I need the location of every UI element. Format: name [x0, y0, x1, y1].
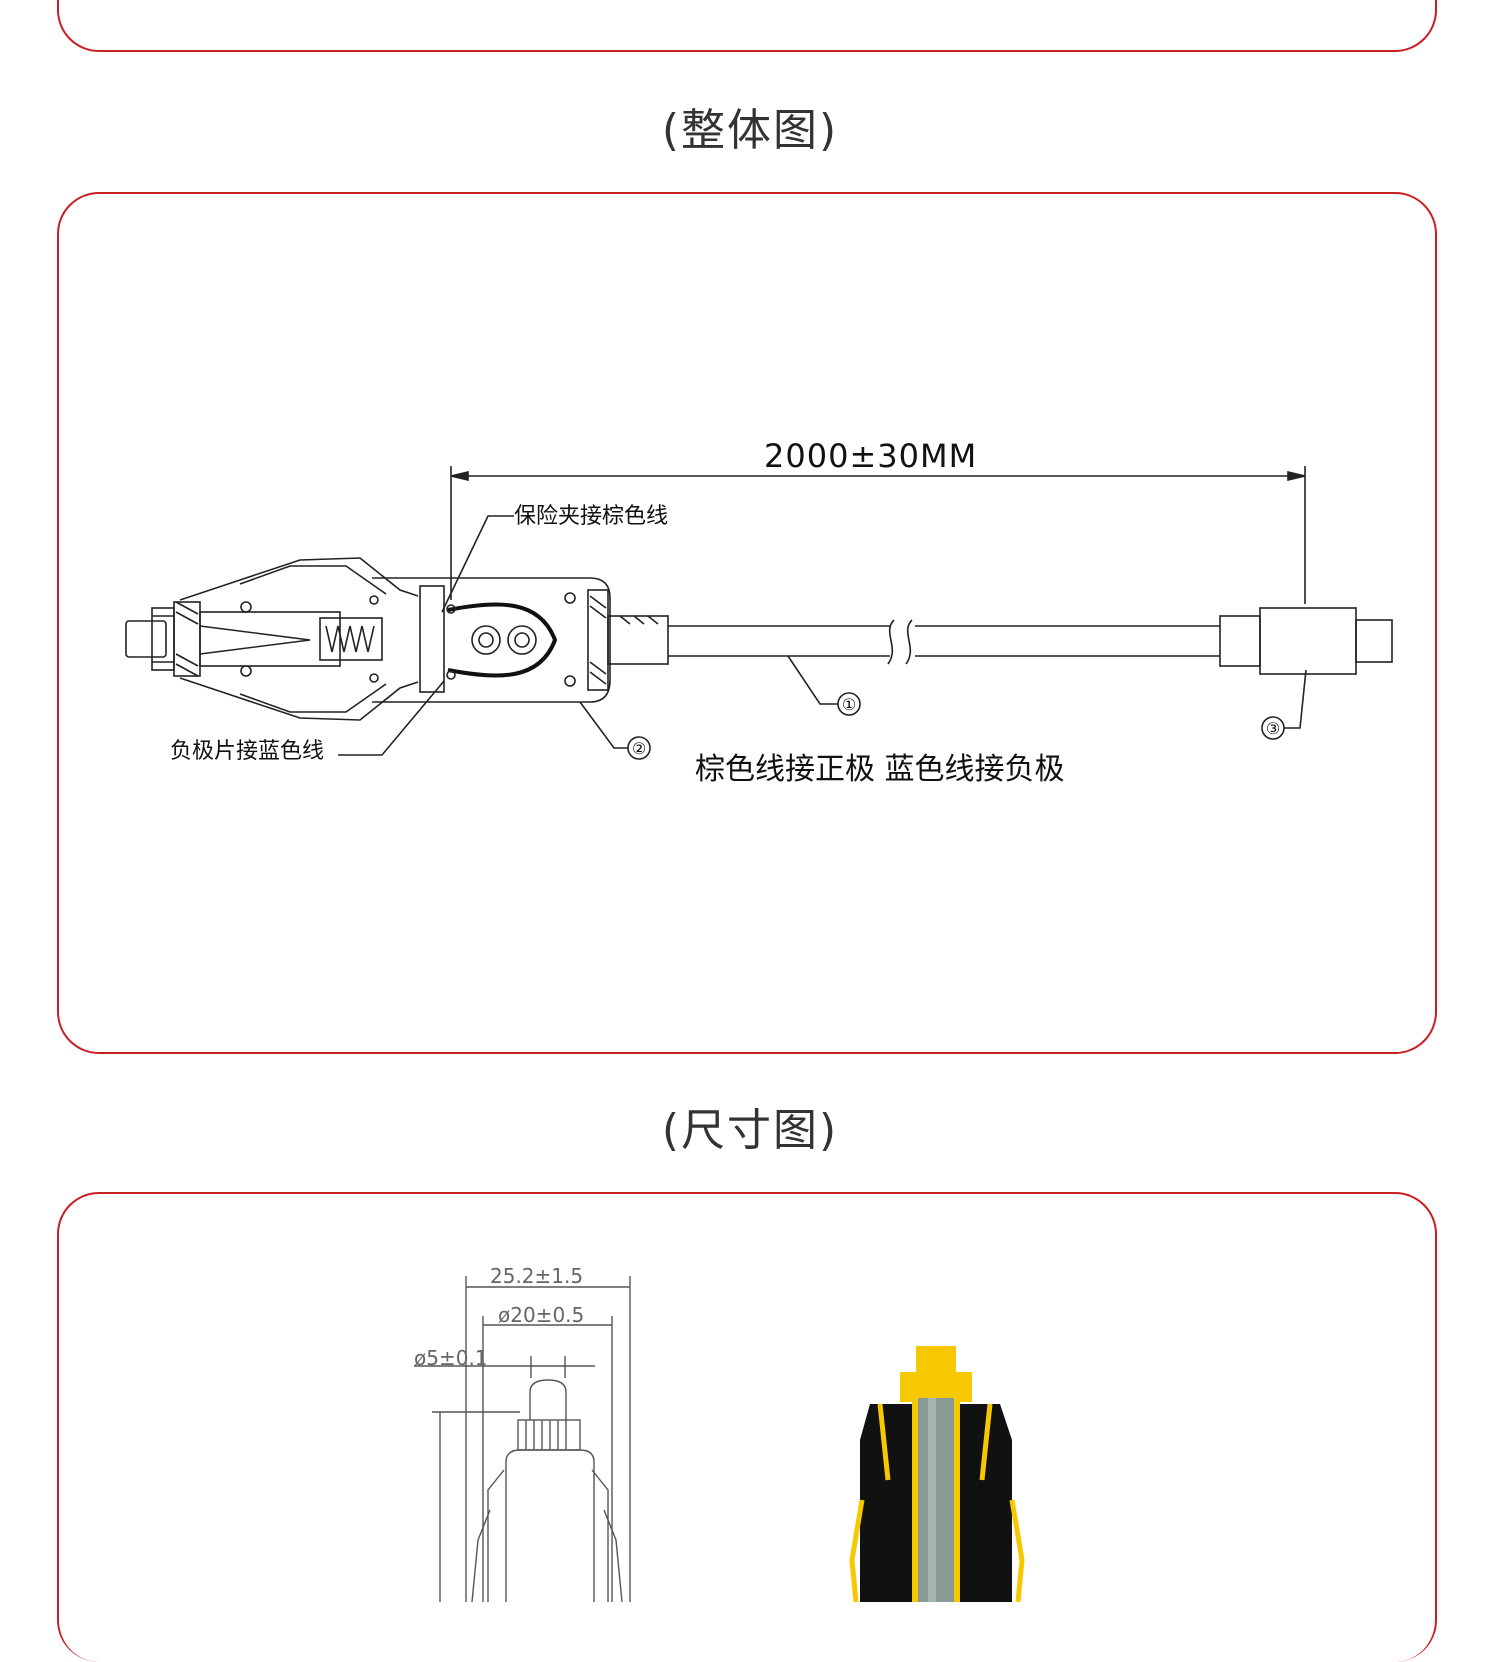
- fuse-label: 保险夹接棕色线: [514, 504, 669, 529]
- overview-panel: [57, 192, 1437, 1054]
- dimension-panel: [57, 1192, 1437, 1662]
- overview-title: (整体图): [661, 105, 839, 156]
- top-panel: [57, 0, 1437, 52]
- negative-label: 负极片接蓝色线: [170, 739, 325, 764]
- length-label: 2000±30MM: [764, 437, 978, 475]
- body-diameter-dimension: ø20±0.5: [498, 1303, 585, 1327]
- width-dimension: 25.2±1.5: [490, 1264, 584, 1288]
- polarity-note: 棕色线接正极 蓝色线接负极: [695, 752, 1065, 787]
- dimension-title: (尺寸图): [661, 1105, 839, 1156]
- tip-diameter-dimension: ø5±0.1: [414, 1346, 488, 1370]
